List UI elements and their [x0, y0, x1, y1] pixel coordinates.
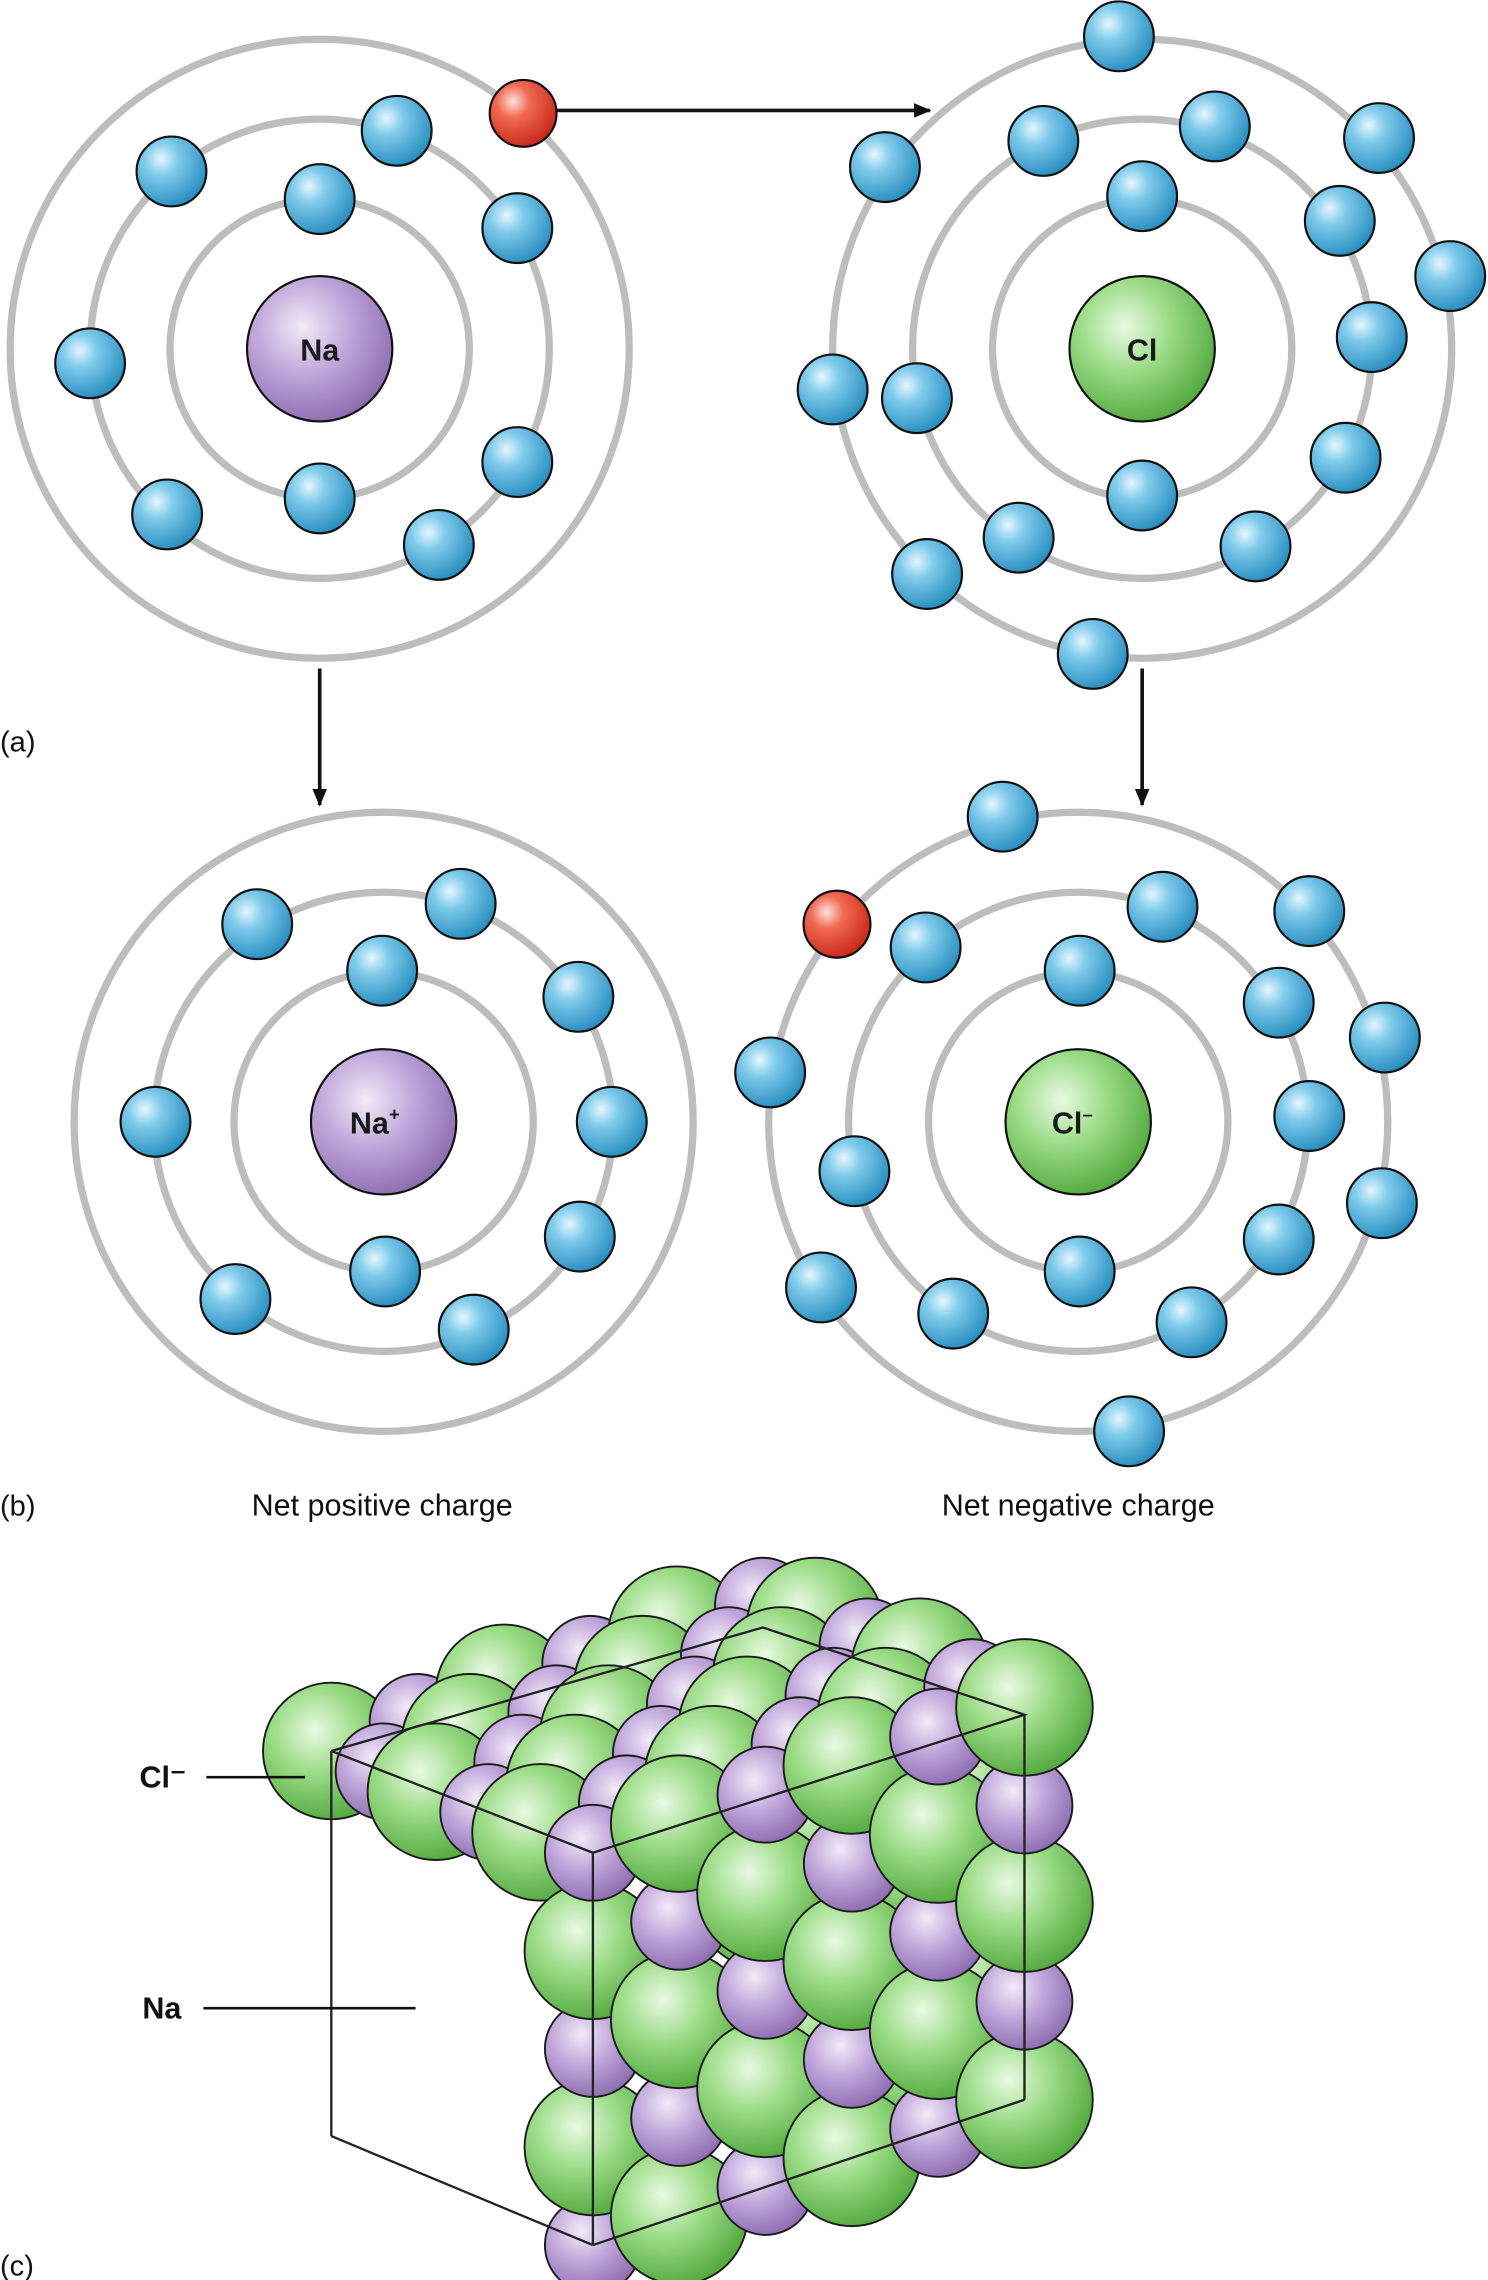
electron: [1178, 90, 1251, 163]
electron: [54, 327, 127, 400]
electron: [1056, 617, 1129, 690]
electron: [1242, 966, 1315, 1039]
electron: [982, 501, 1055, 574]
electron: [1106, 160, 1179, 233]
electron: [131, 478, 204, 551]
chloride-ion: Cl–: [734, 780, 1421, 1468]
electron: [283, 163, 356, 236]
electron: [1273, 1080, 1346, 1152]
chlorine-atom: Cl: [796, 0, 1487, 690]
outer-shell: [765, 808, 1392, 1435]
net-negative-caption: Net negative charge: [942, 1489, 1215, 1523]
electron: [1007, 104, 1080, 177]
chloride-ion-nucleus: [1004, 1048, 1152, 1196]
electron: [1273, 875, 1346, 948]
electron: [283, 462, 356, 535]
electron: [481, 426, 554, 499]
lattice-chloride-label: Cl⁻: [140, 1760, 187, 1794]
electron: [785, 1251, 857, 1324]
electron: [1309, 421, 1382, 494]
electron-group: [734, 780, 1421, 1468]
electron: [1348, 1001, 1421, 1074]
gained-electron: [802, 889, 872, 959]
electron: [1126, 870, 1199, 943]
electron: [1082, 0, 1155, 73]
electron: [1335, 301, 1408, 374]
part-c-label: (c): [0, 2251, 34, 2280]
electron: [346, 934, 419, 1007]
chlorine-nucleus: [1068, 275, 1216, 423]
electron: [917, 1277, 990, 1350]
electron: [481, 192, 554, 265]
electron: [1242, 1203, 1315, 1276]
electron: [360, 94, 433, 167]
sodium-nucleus: [245, 275, 394, 423]
electron: [1043, 1235, 1116, 1308]
electron-group: [796, 0, 1487, 690]
outer-shell: [70, 808, 697, 1435]
electron: [575, 1085, 648, 1158]
negative-charge-sign: –: [1082, 1104, 1093, 1125]
electron: [1043, 934, 1116, 1007]
electron: [1155, 1286, 1228, 1359]
part-b-label: (b): [0, 1491, 36, 1523]
part-a-label: (a): [0, 726, 36, 758]
transferred-electron: [488, 78, 558, 148]
electron: [1093, 1395, 1166, 1468]
electron: [119, 1085, 192, 1158]
sodium-ion: Na+: [70, 808, 697, 1435]
outer-shell: [6, 35, 633, 662]
sodium-ion-label: Na+: [350, 1104, 400, 1140]
electron: [848, 131, 921, 204]
electron-group: [54, 78, 558, 581]
positive-charge-sign: +: [389, 1104, 400, 1125]
electron: [135, 135, 208, 208]
electron: [880, 362, 953, 435]
electron: [1414, 240, 1487, 313]
electron: [1303, 184, 1376, 257]
sodium-nucleus-label: Na: [300, 333, 340, 367]
electron: [734, 1036, 807, 1109]
electron: [818, 1135, 891, 1208]
electron: [437, 1293, 510, 1366]
electron: [221, 888, 294, 961]
electron: [1219, 510, 1292, 583]
electron: [402, 508, 475, 581]
lattice-outline: [330, 1626, 1029, 2247]
electron: [891, 538, 964, 610]
electron: [543, 1200, 616, 1273]
nacl-crystal-lattice: [262, 1556, 1094, 2280]
electron: [542, 960, 615, 1033]
electron: [1343, 102, 1415, 175]
net-positive-caption: Net positive charge: [252, 1489, 513, 1523]
electron: [349, 1235, 422, 1308]
electron: [424, 867, 497, 940]
sodium-ion-nucleus: [309, 1048, 458, 1196]
electron: [889, 911, 962, 984]
chloride-ion-label: Cl–: [1052, 1104, 1093, 1140]
electron: [1106, 459, 1179, 532]
chlorine-nucleus-label: Cl: [1127, 333, 1158, 367]
electron: [966, 780, 1039, 853]
electron: [199, 1263, 272, 1336]
sodium-atom: Na: [6, 35, 633, 662]
electron-group: [119, 867, 648, 1366]
electron: [1345, 1167, 1418, 1240]
electron: [796, 353, 869, 426]
lattice-sodium-label: Na: [142, 1991, 182, 2025]
